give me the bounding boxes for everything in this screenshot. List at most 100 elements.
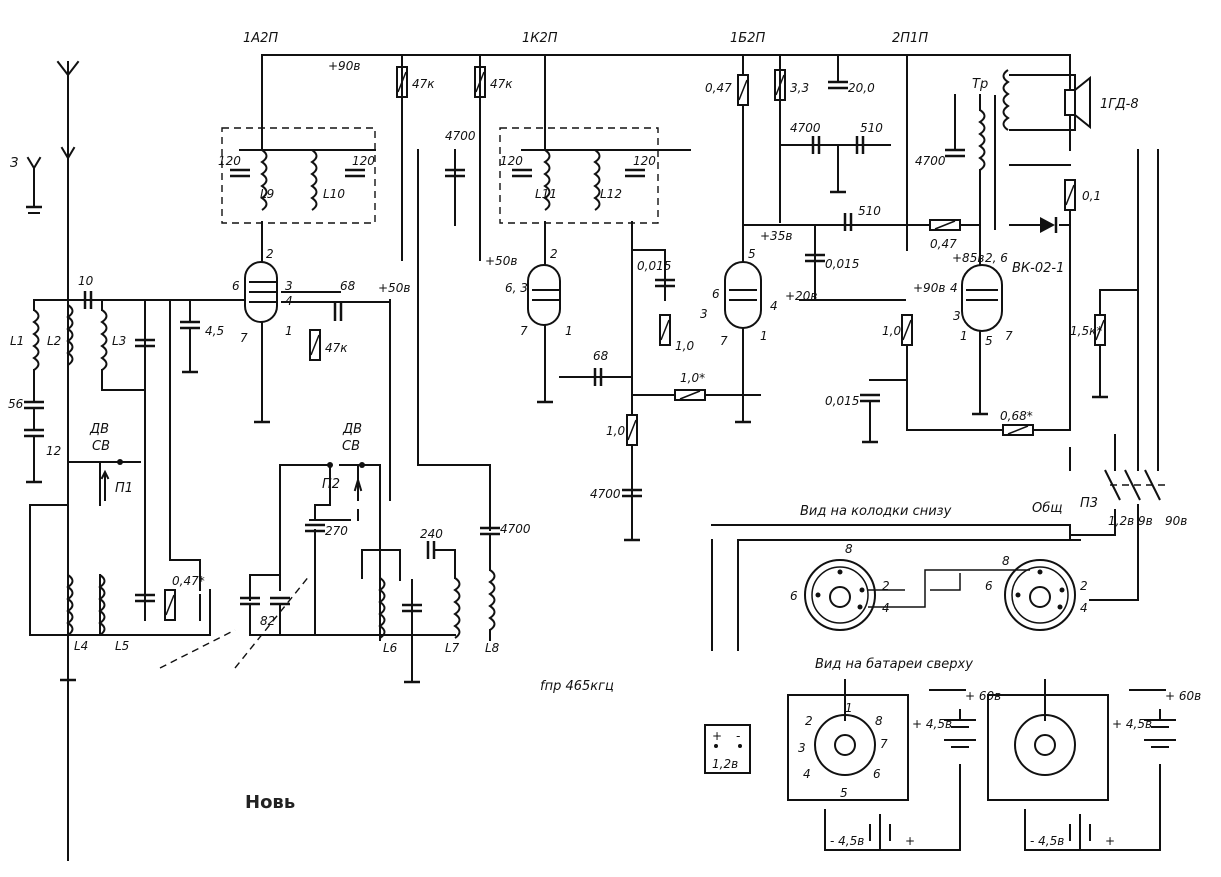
t3-screen-wire — [779, 54, 839, 223]
bat-b-45: + 4,5в — [1112, 717, 1152, 731]
t1-pin2: 2 — [266, 247, 274, 261]
coil-l12-label: L12 — [600, 187, 622, 201]
battery-box-minus: - — [736, 729, 740, 743]
socket-right — [1004, 559, 1076, 631]
t3-pin7: 7 — [720, 334, 728, 348]
res-047-f: 0,47 — [930, 237, 957, 251]
t4-grid-wire — [869, 319, 1006, 431]
bat-a-60: + 60в — [965, 689, 1001, 703]
cap-68-a: 68 — [340, 279, 356, 293]
switch-dv1-label: ДВ — [89, 422, 109, 437]
coil-l3-label: L3 — [112, 334, 126, 348]
tube4-label: 2П1П — [892, 31, 928, 46]
coil-l6-label: L6 — [383, 641, 398, 655]
lw-section — [58, 574, 201, 682]
res-10-out: 1,0 — [882, 324, 901, 338]
bat-a-plus: + — [905, 834, 915, 848]
t3-pin4: 4 — [770, 299, 778, 313]
feedback-circuit — [1009, 164, 1071, 431]
cap-4700-e: 4700 — [500, 522, 531, 536]
voltage-85: +85в — [952, 251, 984, 265]
cap-0015-c: 0,015 — [825, 394, 859, 408]
cap-10-label: 10 — [78, 274, 94, 288]
t1-pin1: 1 — [285, 324, 293, 338]
t4-pin4: 4 — [950, 281, 958, 295]
cap-56-label: 56 — [8, 397, 24, 411]
sock-a-8: 8 — [845, 542, 853, 556]
cap-510-a: 510 — [860, 121, 883, 135]
supply-drops — [401, 54, 481, 261]
b-plus-rail — [261, 54, 1071, 251]
voltage-90-mid: +90в — [913, 281, 945, 295]
bat-b-plus: + — [1105, 834, 1115, 848]
cap-510-b: 510 — [858, 204, 881, 218]
res-47k-grid: 47к — [325, 341, 348, 355]
coil-l1-label: L1 — [10, 334, 24, 348]
bat-a-45: + 4,5в — [912, 717, 952, 731]
speaker-icon — [1009, 74, 1091, 131]
t2-pin2: 2 — [550, 247, 558, 261]
cap-0015-b: 0,015 — [825, 257, 859, 271]
t4-pin3: 3 — [953, 309, 961, 323]
switch-p1-label: П1 — [115, 481, 133, 496]
t3-pin1: 1 — [760, 329, 768, 343]
if-can-1 — [221, 127, 376, 224]
bat-pin-1: 1 — [845, 701, 853, 715]
if-frequency-label: fпр 465кгц — [540, 679, 614, 694]
switch-dv2-label: ДВ — [342, 422, 362, 437]
coil-l10-label: L10 — [323, 187, 345, 201]
brand-label: Новь — [245, 792, 295, 813]
band-switch-p1 — [29, 459, 211, 636]
output-transformer — [979, 69, 1009, 251]
t3-pin6: 6 — [712, 287, 720, 301]
t2-pin63: 6, 3 — [505, 281, 528, 295]
battery-block-right — [987, 679, 1176, 851]
res-33: 3,3 — [790, 81, 809, 95]
socket-left — [804, 559, 876, 631]
t4-pin5: 5 — [985, 334, 993, 348]
coil-l7-label: L7 — [445, 641, 460, 655]
socket-links — [868, 569, 1030, 608]
switch-p2-label: П2 — [322, 477, 340, 492]
tube-2p1p — [961, 249, 1003, 416]
res-15k: 1,5к* — [1070, 324, 1102, 338]
bat-pin-5: 5 — [840, 786, 848, 800]
supply-harness — [711, 504, 1139, 651]
cap-82-label: 82 — [260, 614, 275, 628]
t1-pin6: 6 — [232, 279, 240, 293]
cap-20: 20,0 — [848, 81, 875, 95]
sock-a-2: 2 — [882, 579, 890, 593]
sock-a-4: 4 — [882, 601, 890, 615]
t1-pin3: 3 — [285, 279, 293, 293]
bat-pin-3: 3 — [798, 741, 806, 755]
bat-pin-4: 4 — [803, 767, 811, 781]
t4-pin1: 1 — [960, 329, 968, 343]
res-01: 0,1 — [1082, 189, 1101, 203]
bat-pin-8: 8 — [875, 714, 883, 728]
gang-link — [159, 574, 311, 669]
bottom-view-caption: Вид на колодки снизу — [800, 504, 952, 519]
ground-terminal-icon — [24, 156, 44, 214]
res-10x: 1,0* — [680, 371, 705, 385]
t1-pin4: 4 — [285, 294, 293, 308]
t4-pin7: 7 — [1005, 329, 1013, 343]
t4-pin26: 2, 6 — [985, 251, 1008, 265]
battery-box-12v — [704, 724, 751, 774]
tube2-label: 1К2П — [522, 31, 558, 46]
voltage-35: +35в — [760, 229, 792, 243]
battery-box-voltage: 1,2в — [712, 757, 738, 771]
voltage-50a: +50в — [378, 281, 410, 295]
voltage-50b: +50в — [485, 254, 517, 268]
vk-label: ВК-02-1 — [1012, 261, 1064, 276]
t2-pin1: 1 — [565, 324, 573, 338]
transformer-label: Тр — [972, 77, 988, 92]
power-switch-p3 — [1069, 149, 1165, 501]
t1-pin7: 7 — [240, 331, 248, 345]
tube-1k2p — [527, 221, 561, 404]
voltage-90-top: +90в — [328, 59, 360, 73]
bat-pin-6: 6 — [873, 767, 881, 781]
bat-b-60: + 60в — [1165, 689, 1201, 703]
cap-68-b: 68 — [593, 349, 609, 363]
res-10-v: 1,0 — [606, 424, 625, 438]
